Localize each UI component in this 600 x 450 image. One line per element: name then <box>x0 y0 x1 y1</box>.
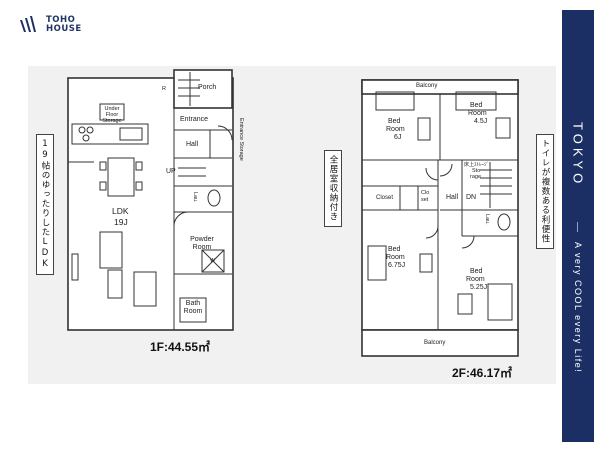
label-bath-1: Bath <box>185 300 201 307</box>
label-laundry-1f: Lau. <box>192 192 198 203</box>
label-bath-2: Room <box>183 308 203 315</box>
bathtub <box>179 297 207 323</box>
label-bed3-3: 6.75J <box>388 262 406 269</box>
label-powder-room-1: Powder <box>190 236 214 243</box>
balcony-bottom <box>361 329 519 357</box>
label-powder-room-2: Room <box>192 244 212 251</box>
label-bed2-3: 4.5J <box>474 118 488 125</box>
sofa <box>99 231 123 269</box>
toho-logo-icon <box>20 16 36 32</box>
sidebar-motto: A very COOL every Life! <box>573 242 583 374</box>
kitchen-sink <box>119 127 143 141</box>
label-balcony-bottom: Balcony <box>424 340 446 346</box>
label-r-mark: R <box>162 86 166 92</box>
tv-board <box>71 253 79 281</box>
label-underfloor-storage: Under Floor Storage <box>102 106 122 124</box>
label-laundry-2f: Lau. <box>484 214 490 225</box>
label-balcony-top: Balcony <box>416 83 438 89</box>
callout-storage: 全居室収納付き <box>324 150 342 227</box>
label-bed1-3: 6J <box>394 134 402 141</box>
label-ldk-size: 19J <box>114 217 128 227</box>
label-bed3-1: Bed <box>388 246 401 253</box>
sofa-2 <box>133 271 157 307</box>
label-storage-1: 床上ｽﾄﾚｰｼﾞ <box>464 162 490 168</box>
underfloor-storage-box <box>99 103 125 121</box>
label-ldk: LDK <box>112 206 129 216</box>
bed-2f-4 <box>487 283 513 321</box>
brand-sidebar: TOKYO A very COOL every Life! <box>562 10 594 442</box>
label-hall-2f: Hall <box>446 194 459 201</box>
washer-box <box>201 249 225 273</box>
label-bed2-2: Room <box>468 110 487 117</box>
kitchen-counter <box>71 123 149 145</box>
label-bed3-2: Room <box>386 254 405 261</box>
brand-name: TOHO HOUSE <box>46 16 82 34</box>
label-washer: W <box>210 258 216 264</box>
label-closet: Closet <box>376 195 394 201</box>
area-1f: 1F:44.55㎡ <box>150 340 211 354</box>
stairs-2f <box>480 162 512 208</box>
coffee-table <box>107 269 123 299</box>
label-bed4-1: Bed <box>470 268 483 275</box>
dining-table <box>107 157 135 197</box>
label-bed4-3: 5.25J <box>470 284 488 291</box>
label-porch: Porch <box>198 84 217 91</box>
callout-ldk: 19帖のゆったりしたLDK <box>36 134 54 275</box>
label-bed1-1: Bed <box>388 118 401 125</box>
label-up: UP <box>166 168 176 175</box>
label-hall-1f: Hall <box>186 141 199 148</box>
toilet-2f <box>497 213 511 231</box>
sidebar-divider <box>577 222 578 232</box>
area-2f: 2F:46.17㎡ <box>452 366 513 380</box>
bed-2f-1 <box>375 91 415 111</box>
toilet-1f <box>207 189 221 207</box>
label-storage-3: rage <box>470 174 482 180</box>
brand-line-2: HOUSE <box>46 24 82 34</box>
label-closet2-1: Clo <box>421 190 430 196</box>
brand-logo: TOHO HOUSE <box>18 14 82 36</box>
label-closet2-2: set <box>421 197 429 203</box>
label-entrance-storage: Entrance Storage <box>238 118 244 161</box>
label-dn: DN <box>466 194 477 201</box>
sidebar-city: TOKYO <box>570 122 586 188</box>
floor1-outline <box>67 77 234 331</box>
porch-room <box>173 69 233 109</box>
label-storage-2: Sto <box>472 168 481 174</box>
brand-line-1: TOHO <box>46 15 76 25</box>
label-bed2-1: Bed <box>470 102 483 109</box>
bed-2f-2 <box>455 91 497 111</box>
callout-toilets: トイレが複数ある利便性 <box>536 134 554 249</box>
stairs-1f <box>178 72 206 177</box>
label-entrance: Entrance <box>180 116 209 123</box>
bed-2f-3 <box>367 245 387 281</box>
label-bed4-2: Room <box>466 276 485 283</box>
label-bed1-2: Room <box>386 126 405 133</box>
